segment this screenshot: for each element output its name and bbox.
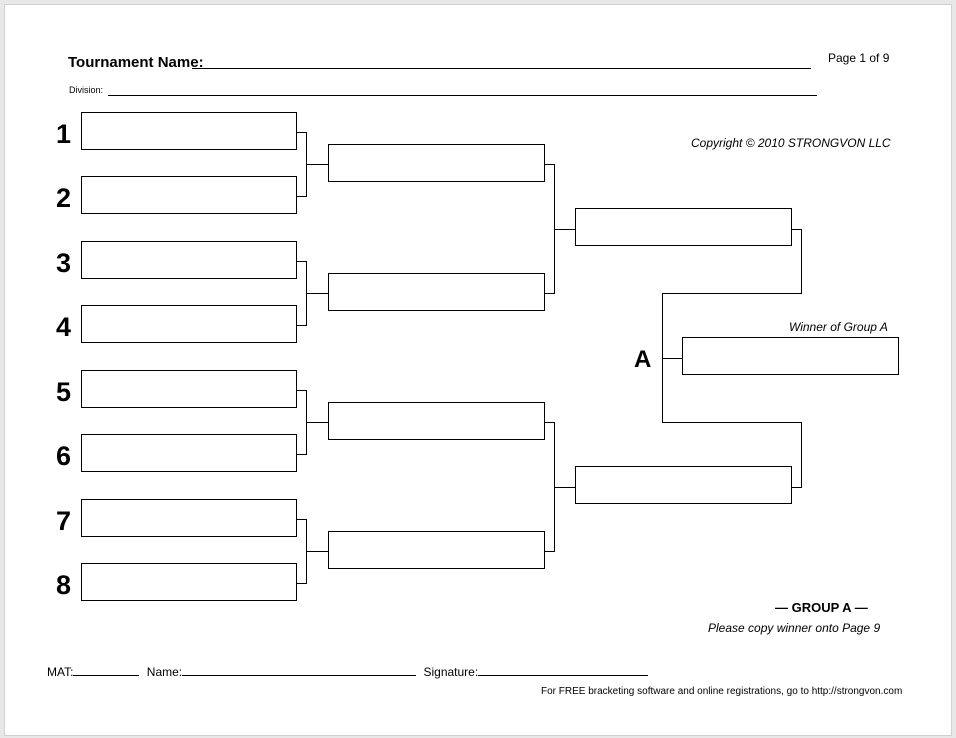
round3-slot-1[interactable] [575, 208, 792, 246]
mat-label: MAT: [47, 665, 74, 679]
connector-line [544, 164, 555, 165]
round2-slot-1[interactable] [328, 144, 545, 182]
seed-number-7: 7 [56, 506, 72, 536]
round3-slot-2[interactable] [575, 466, 792, 504]
round1-slot-1[interactable] [81, 112, 297, 150]
signature-field[interactable] [478, 663, 649, 676]
seed-number-2: 2 [56, 183, 72, 213]
division-field[interactable] [108, 95, 817, 96]
round1-slot-7[interactable] [81, 499, 297, 537]
round1-slot-8[interactable] [81, 563, 297, 601]
connector-line [296, 583, 307, 584]
connector-line [544, 422, 555, 423]
tournament-name-label: Tournament Name: [68, 54, 204, 71]
round2-slot-4[interactable] [328, 531, 545, 569]
round1-slot-4[interactable] [81, 305, 297, 343]
round2-slot-2[interactable] [328, 273, 545, 311]
connector-line [801, 422, 802, 488]
seed-number-8: 8 [56, 570, 72, 600]
promo-text: For FREE bracketing software and online … [541, 686, 903, 697]
connector-line [306, 164, 329, 165]
seed-number-6: 6 [56, 441, 72, 471]
name-field[interactable] [182, 663, 417, 676]
connector-line [554, 229, 576, 230]
connector-line [296, 454, 307, 455]
copy-note: Please copy winner onto Page 9 [708, 621, 881, 635]
signature-row: MAT: Name: Signature: [47, 663, 649, 679]
connector-line [544, 293, 555, 294]
connector-line [791, 229, 802, 230]
connector-line [306, 422, 329, 423]
page-number: Page 1 of 9 [828, 51, 890, 65]
winner-slot[interactable] [682, 337, 899, 375]
signature-label: Signature: [423, 665, 479, 679]
connector-line [662, 422, 802, 423]
round1-slot-3[interactable] [81, 241, 297, 279]
group-letter: A [634, 346, 652, 373]
copyright-text: Copyright © 2010 STRONGVON LLC [691, 136, 891, 150]
seed-number-3: 3 [56, 248, 72, 278]
tournament-name-field[interactable] [192, 68, 811, 69]
seed-number-4: 4 [56, 312, 72, 342]
connector-line [662, 293, 802, 294]
connector-line [544, 551, 555, 552]
bracket-sheet: Tournament Name: Page 1 of 9 Division: C… [4, 4, 952, 736]
group-title: — GROUP A — [775, 600, 868, 615]
connector-line [296, 132, 307, 133]
connector-line [554, 487, 576, 488]
connector-line [296, 325, 307, 326]
mat-field[interactable] [73, 663, 140, 676]
connector-line [306, 293, 329, 294]
connector-line [296, 390, 307, 391]
seed-number-5: 5 [56, 377, 72, 407]
connector-line [306, 551, 329, 552]
name-label: Name: [146, 665, 183, 679]
round1-slot-6[interactable] [81, 434, 297, 472]
connector-line [296, 261, 307, 262]
connector-line [296, 196, 307, 197]
round2-slot-3[interactable] [328, 402, 545, 440]
round1-slot-5[interactable] [81, 370, 297, 408]
connector-line [791, 487, 802, 488]
seed-number-1: 1 [56, 119, 72, 149]
division-label: Division: [69, 85, 104, 95]
connector-line [296, 519, 307, 520]
round1-slot-2[interactable] [81, 176, 297, 214]
winner-label: Winner of Group A [789, 320, 888, 334]
connector-line [662, 358, 683, 359]
connector-line [801, 229, 802, 294]
